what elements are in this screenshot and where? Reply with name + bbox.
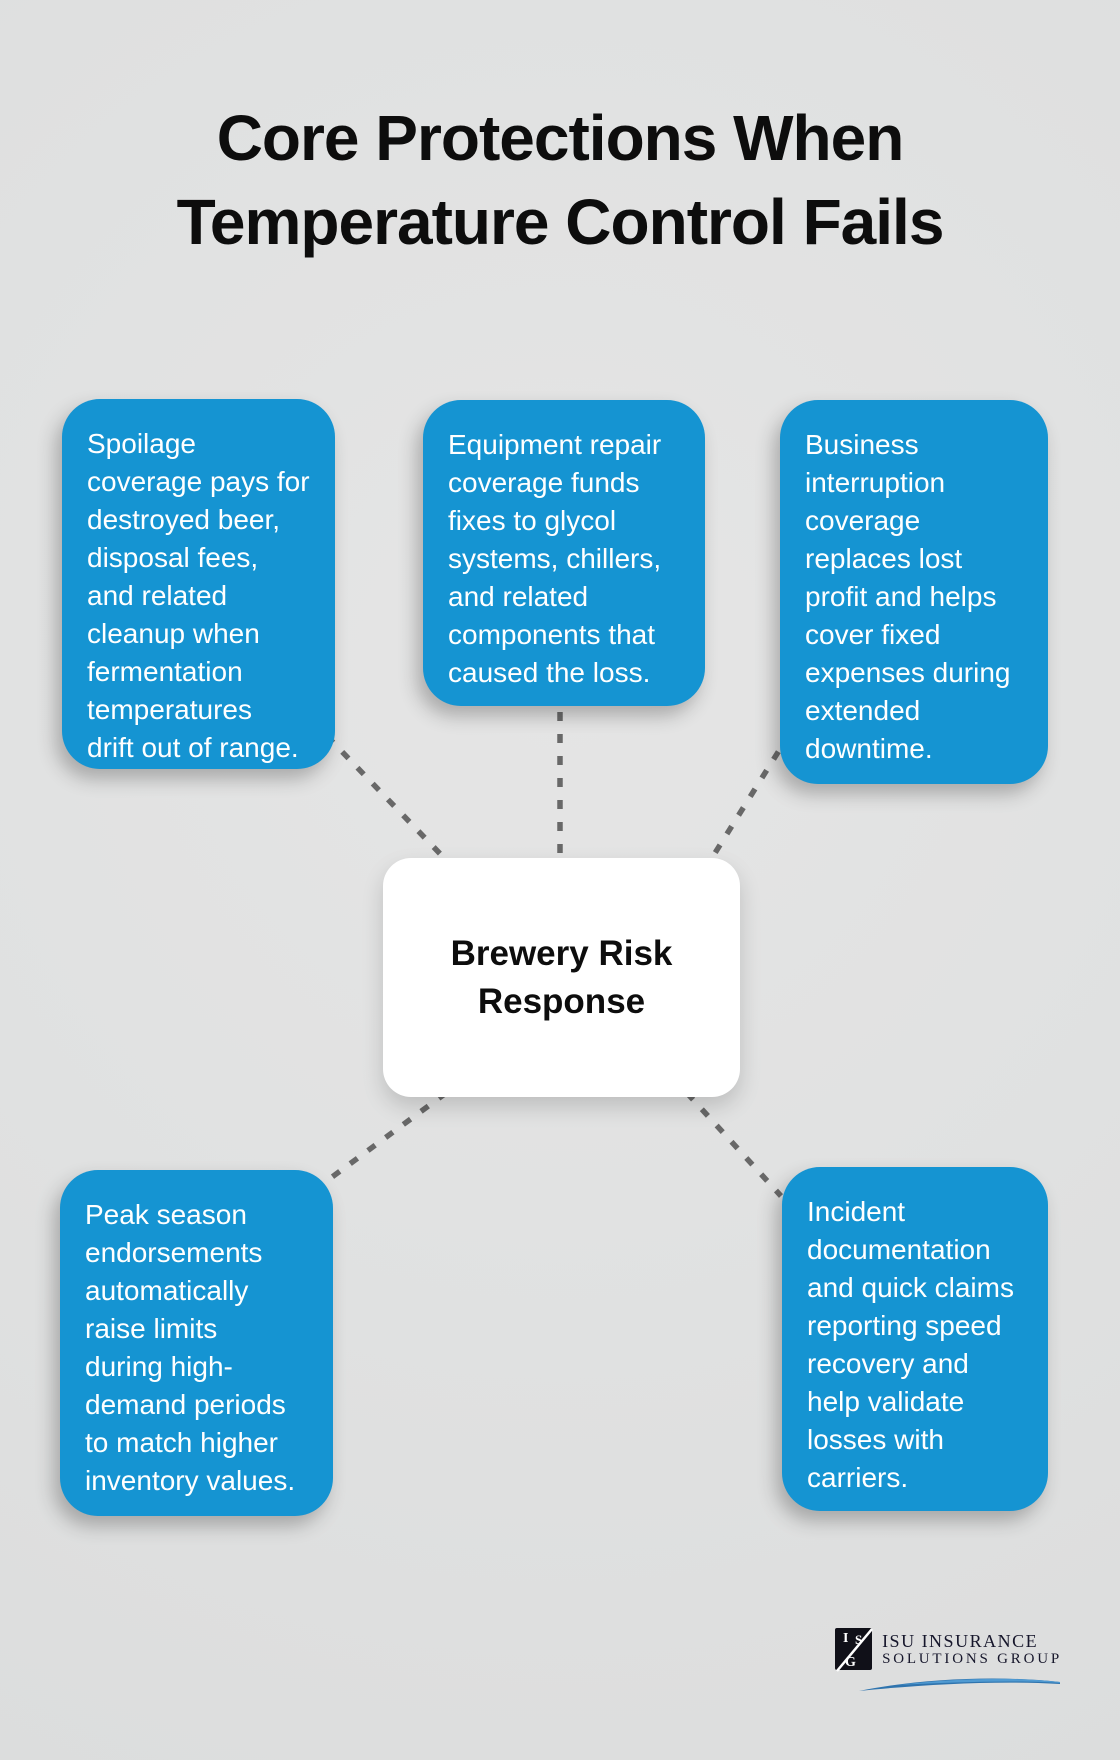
svg-text:I: I [843,1631,848,1646]
node-equipment-repair: Equipment repair coverage funds fixes to… [423,400,705,706]
svg-text:G: G [845,1655,856,1670]
company-logo: I S G ISU INSURANCE SOLUTIONS GROUP [834,1626,1062,1694]
svg-text:S: S [855,1632,862,1647]
center-node-brewery-risk-response: Brewery Risk Response [383,858,740,1097]
connector-top-left [325,734,450,864]
node-business-interruption: Business interruption coverage replaces … [780,400,1048,784]
node-incident-documentation-text: Incident documentation and quick claims … [807,1196,1014,1493]
page-title: Core Protections When Temperature Contro… [176,102,945,258]
node-incident-documentation: Incident documentation and quick claims … [782,1167,1048,1511]
node-peak-season-text: Peak season endorsements automatically r… [85,1199,296,1496]
node-equipment-repair-text: Equipment repair coverage funds fixes to… [448,429,662,688]
logo-line2: SOLUTIONS GROUP [882,1650,1062,1667]
node-business-interruption-text: Business interruption coverage replaces … [805,429,1011,764]
node-spoilage-coverage: Spoilage coverage pays for destroyed bee… [62,399,335,769]
node-spoilage-coverage-text: Spoilage coverage pays for destroyed bee… [87,428,310,763]
connector-bottom-left [326,1090,448,1183]
logo-swoosh-icon [859,1678,1060,1691]
node-peak-season: Peak season endorsements automatically r… [60,1170,333,1516]
center-node-label: Brewery Risk Response [450,933,673,1021]
isu-logo-emblem-icon: I S G [835,1628,874,1672]
connector-top-right [707,731,793,863]
logo-line1: ISU INSURANCE [882,1630,1039,1651]
connector-bottom-right [684,1091,784,1198]
